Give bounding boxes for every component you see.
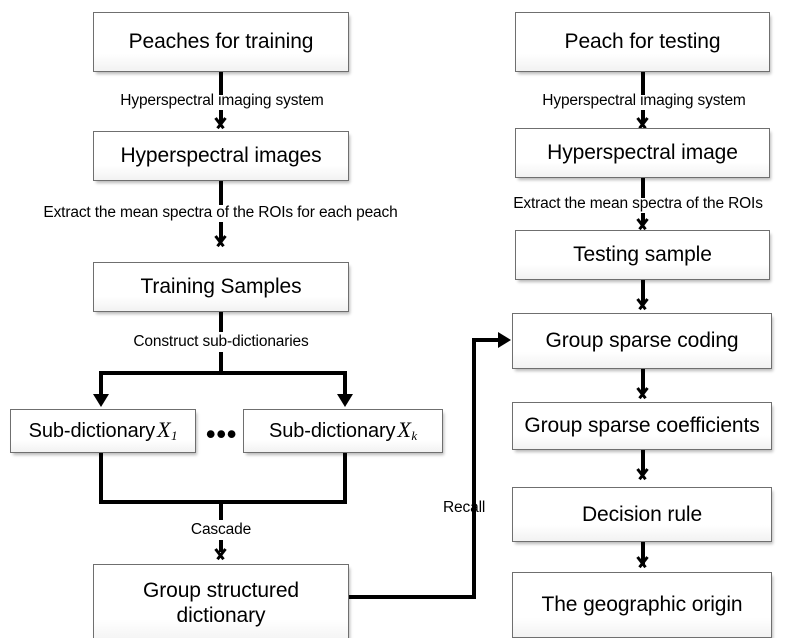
node-label: Decision rule	[581, 502, 703, 526]
edge-label-imaging-system: Hyperspectral imaging system	[120, 92, 324, 109]
arrowhead-icon	[634, 388, 651, 399]
recall-connector-bottom	[349, 595, 476, 599]
variable-subscript: 1	[170, 428, 178, 444]
node-label-line-2: dictionary	[176, 604, 266, 627]
connector-line	[219, 500, 223, 520]
connector-line	[343, 453, 347, 504]
node-hyperspectral-image: Hyperspectral image	[515, 128, 770, 178]
arrowhead-icon	[212, 236, 229, 247]
node-label: Training Samples	[140, 275, 302, 299]
edge-label-cascade: Cascade	[190, 521, 252, 538]
connector-line	[641, 110, 645, 122]
node-label: Hyperspectral image	[547, 141, 738, 165]
sub-dictionary-variable: X1	[155, 417, 178, 444]
arrowhead-icon	[634, 469, 651, 480]
connector-line	[641, 213, 645, 223]
node-group-structured-dictionary: Group structured dictionary	[93, 564, 349, 638]
edge-label-extract-mean-spectra: Extract the mean spectra of the ROIs for…	[43, 204, 398, 221]
node-label: Testing sample	[573, 243, 712, 267]
node-testing-sample: Testing sample	[515, 230, 770, 280]
connector-line	[219, 72, 223, 95]
connector-line	[641, 542, 645, 564]
variable-symbol: X	[157, 417, 171, 443]
arrowhead-icon	[93, 394, 109, 407]
sub-dictionary-variable: Xk	[395, 417, 417, 444]
node-label: Group sparse coefficients	[524, 414, 760, 438]
recall-connector-top	[472, 338, 500, 342]
node-sub-dictionary-1: Sub-dictionary X1	[10, 409, 196, 453]
connector-line	[343, 371, 347, 398]
node-geographic-origin: The geographic origin	[512, 572, 772, 638]
node-label: Peach for testing	[564, 30, 721, 54]
node-peach-testing: Peach for testing	[515, 12, 770, 72]
connector-line	[99, 453, 103, 504]
node-training-samples: Training Samples	[93, 262, 349, 312]
node-label: Sub-dictionary	[28, 419, 156, 442]
edge-label-extract-mean-spectra-right: Extract the mean spectra of the ROIs	[513, 195, 763, 212]
edge-label-recall: Recall	[443, 499, 486, 516]
node-hyperspectral-images: Hyperspectral images	[93, 131, 349, 181]
arrowhead-icon	[634, 557, 651, 568]
node-label: Sub-dictionary	[269, 419, 396, 442]
node-label: Group sparse coding	[545, 329, 739, 353]
edge-label-construct-sub-dictionaries: Construct sub-dictionaries	[133, 333, 309, 350]
connector-line	[641, 450, 645, 474]
edge-label-imaging-system-right: Hyperspectral imaging system	[542, 92, 746, 109]
arrowhead-icon	[212, 118, 229, 129]
arrowhead-icon	[634, 299, 651, 310]
node-group-sparse-coefficients: Group sparse coefficients	[512, 402, 772, 450]
connector-line	[219, 181, 223, 205]
connector-split-bar	[99, 371, 347, 375]
connector-line	[219, 110, 223, 122]
node-label: Peaches for training	[128, 30, 314, 54]
connector-line	[99, 371, 103, 398]
arrowhead-icon	[634, 219, 651, 230]
connector-line	[219, 312, 223, 332]
ellipsis-indicator: •••	[206, 419, 238, 449]
node-label: The geographic origin	[541, 593, 743, 617]
connector-line	[641, 280, 645, 304]
connector-line	[219, 540, 223, 552]
node-label: Hyperspectral images	[120, 144, 322, 168]
node-sub-dictionary-k: Sub-dictionary Xk	[243, 409, 443, 453]
connector-line	[641, 178, 645, 198]
connector-line	[219, 222, 223, 241]
node-group-sparse-coding: Group sparse coding	[512, 313, 772, 369]
variable-symbol: X	[397, 417, 411, 443]
connector-line	[641, 72, 645, 95]
arrowhead-icon	[337, 394, 353, 407]
connector-merge-bar	[99, 500, 347, 504]
node-label-line-1: Group structured	[143, 579, 299, 603]
node-peaches-training: Peaches for training	[93, 12, 349, 72]
connector-line	[641, 369, 645, 393]
recall-connector-vertical	[472, 338, 476, 597]
arrowhead-icon	[498, 332, 511, 348]
arrowhead-icon	[212, 549, 229, 560]
connector-line	[219, 352, 223, 374]
variable-subscript: k	[411, 428, 417, 444]
node-decision-rule: Decision rule	[512, 487, 772, 542]
